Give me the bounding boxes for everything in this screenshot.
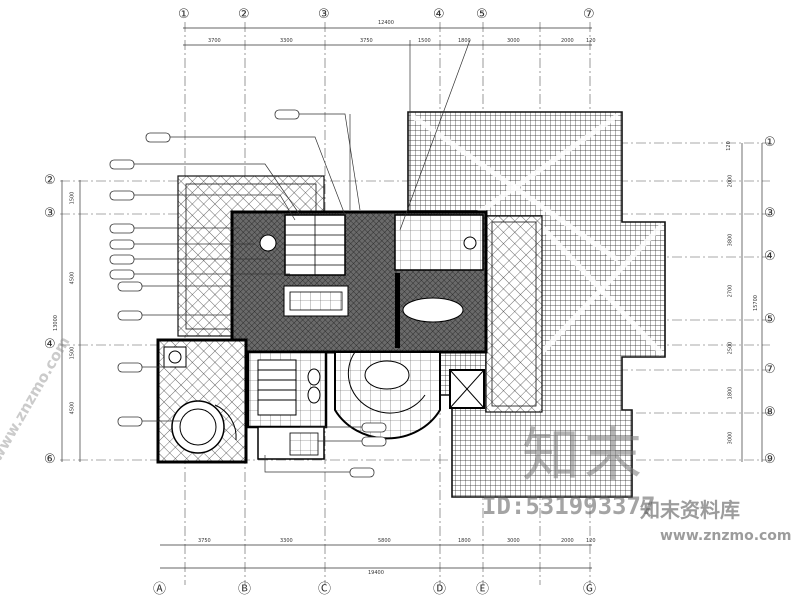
- dim-label: 1800: [458, 38, 471, 44]
- grid-label: ④: [764, 249, 776, 264]
- grid-label: Ⓖ: [583, 582, 597, 597]
- grid-label: ⑧: [764, 405, 776, 420]
- annotation-tags: [109, 109, 387, 478]
- dim-label: 4500: [69, 401, 76, 415]
- dim-label: 3300: [280, 38, 293, 44]
- watermark-id: ID:531993377: [482, 492, 656, 520]
- dim-label: 2000: [561, 538, 574, 544]
- dim-label: 1800: [727, 386, 734, 400]
- grid-label: Ⓔ: [476, 582, 490, 597]
- grid-label: ④: [44, 337, 56, 352]
- grid-label: ⑦: [764, 362, 776, 377]
- grid-label: ③: [318, 7, 330, 22]
- grid-label: Ⓓ: [433, 582, 447, 597]
- dim-label: 120: [586, 38, 596, 44]
- balcony-right: [485, 215, 543, 413]
- dim-label: 3750: [198, 538, 211, 544]
- grid-label: ②: [44, 173, 56, 188]
- grid-label: ⑥: [44, 452, 56, 467]
- dim-label: 2700: [727, 284, 734, 298]
- dim-label: 3700: [208, 38, 221, 44]
- dim-label: 3000: [507, 38, 520, 44]
- grid-label: ②: [238, 7, 250, 22]
- grid-label: ③: [44, 206, 56, 221]
- dim-label: 5800: [378, 538, 391, 544]
- grid-label: ④: [433, 7, 445, 22]
- watermark-library: 知末资料库: [640, 498, 740, 522]
- dim-label: 15700: [752, 295, 759, 311]
- grid-label: ⑦: [583, 7, 595, 22]
- dim-label: 2000: [561, 38, 574, 44]
- spiral-stair: [334, 351, 441, 440]
- dim-label: 3300: [280, 538, 293, 544]
- dim-label: 3750: [360, 38, 373, 44]
- watermark-logo: 知末: [522, 421, 647, 489]
- dim-label: 19400: [368, 570, 384, 576]
- dim-label: 120: [725, 141, 732, 151]
- grid-label: Ⓒ: [318, 582, 332, 597]
- grid-label: Ⓐ: [153, 582, 167, 597]
- dim-label: 12400: [378, 20, 394, 26]
- grid-label: ⑨: [764, 452, 776, 467]
- dim-label: 4500: [69, 271, 76, 285]
- dim-label: 3800: [727, 233, 734, 247]
- dim-label: 1500: [418, 38, 431, 44]
- dim-label: 2500: [727, 341, 734, 355]
- grid-label: Ⓑ: [238, 582, 252, 597]
- dim-label: 1500: [69, 191, 76, 205]
- dim-label: 120: [586, 538, 596, 544]
- dimension-lines: [61, 27, 763, 569]
- dim-label: 1800: [458, 538, 471, 544]
- dim-label: 3000: [727, 431, 734, 445]
- watermark-url: www.znzmo.com: [660, 528, 792, 544]
- dim-label: 3000: [507, 538, 520, 544]
- grid-label: ⑤: [476, 7, 488, 22]
- grid-label: ⑤: [764, 312, 776, 327]
- dim-label: 2000: [727, 174, 734, 188]
- grid-label: ①: [764, 135, 776, 150]
- dim-label: 13000: [52, 315, 59, 331]
- grid-label: ③: [764, 206, 776, 221]
- dim-label: 1500: [69, 346, 76, 360]
- grid-label: ①: [178, 7, 190, 22]
